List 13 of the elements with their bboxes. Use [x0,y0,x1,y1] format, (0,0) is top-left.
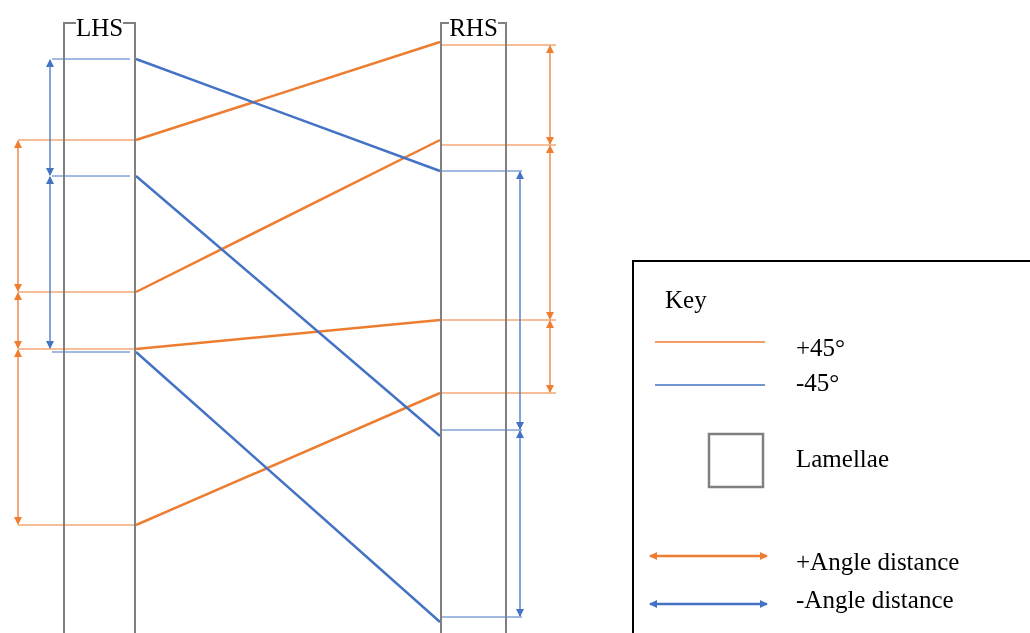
connector-line [135,318,441,351]
connector-line [135,391,441,527]
legend-label: -45° [796,368,840,398]
legend-label: -Angle distance [796,585,954,615]
legend-label: +Angle distance [796,547,960,577]
legend-title: Key [665,285,707,315]
connector-line [135,351,441,623]
legend-label: +45° [796,333,846,363]
connector-line [135,138,441,294]
connector-line [135,57,441,173]
connector-line [135,40,441,142]
legend-label: Lamellae [796,444,889,474]
connector-line [135,175,441,437]
